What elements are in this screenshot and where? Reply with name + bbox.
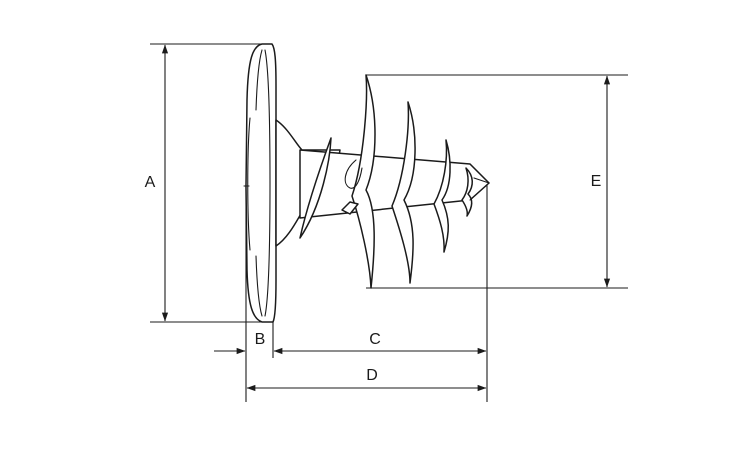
dimension-label-b: B — [255, 331, 266, 348]
dimension-label-d: D — [366, 367, 378, 384]
wall-anchor-drawing — [243, 43, 490, 323]
anchor-threads — [299, 74, 473, 289]
dimension-lines — [161, 44, 611, 392]
dimension-label-c: C — [369, 331, 381, 348]
anchor-tip — [469, 163, 490, 201]
extension-lines — [150, 43, 628, 402]
anchor-head — [243, 43, 277, 323]
dimension-label-a: A — [145, 174, 156, 191]
dimension-label-e: E — [591, 173, 602, 190]
dimension-labels: A B C D E — [145, 173, 602, 384]
